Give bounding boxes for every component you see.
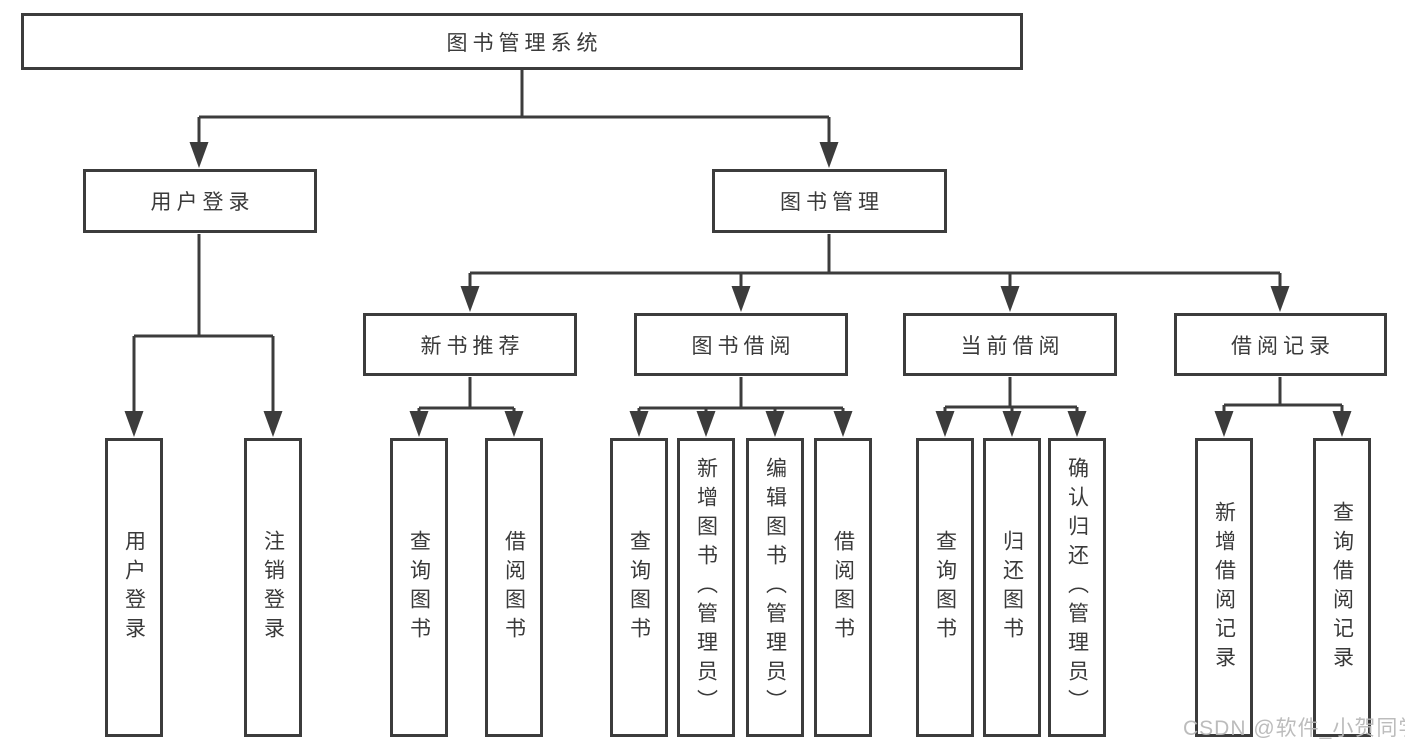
node-book-borrow: 图书借阅	[634, 313, 848, 376]
leaf-add-books-admin: 新增图书（管理员）	[677, 438, 735, 737]
leaf-current-query-books: 查询图书	[916, 438, 974, 737]
node-borrow-records: 借阅记录	[1174, 313, 1387, 376]
node-current-borrow-label: 当前借阅	[960, 334, 1065, 358]
node-borrow-records-label: 借阅记录	[1231, 334, 1335, 358]
leaf-user-login-label: 用户登录	[122, 529, 146, 646]
leaf-borrow-query-books-label: 查询图书	[627, 529, 651, 646]
node-user-login: 用户登录	[83, 169, 317, 233]
leaf-recommend-borrow-books: 借阅图书	[485, 438, 543, 737]
node-user-login-label: 用户登录	[150, 191, 255, 214]
leaf-edit-books-admin: 编辑图书（管理员）	[746, 438, 804, 737]
node-library-system-label: 图书管理系统	[446, 31, 603, 55]
leaf-borrow-query-books: 查询图书	[610, 438, 668, 737]
leaf-query-borrow-record: 查询借阅记录	[1313, 438, 1371, 737]
leaf-recommend-query-books-label: 查询图书	[407, 529, 431, 646]
node-book-borrow-label: 图书借阅	[691, 334, 796, 358]
leaf-user-login: 用户登录	[105, 438, 163, 737]
leaf-add-books-admin-label: 新增图书（管理员）	[694, 457, 718, 718]
leaf-confirm-return-admin: 确认归还（管理员）	[1048, 438, 1106, 737]
leaf-logout: 注销登录	[244, 438, 302, 737]
leaf-borrow-books-label: 借阅图书	[831, 529, 855, 646]
node-library-system: 图书管理系统	[21, 13, 1023, 70]
leaf-add-borrow-record: 新增借阅记录	[1195, 438, 1253, 737]
leaf-return-books: 归还图书	[983, 438, 1041, 737]
arrowhead-icons	[124, 142, 1352, 437]
leaf-confirm-return-admin-label: 确认归还（管理员）	[1065, 457, 1089, 718]
node-new-book-recommend-label: 新书推荐	[420, 334, 525, 358]
leaf-add-borrow-record-label: 新增借阅记录	[1212, 500, 1236, 675]
leaf-return-books-label: 归还图书	[1000, 529, 1024, 646]
leaf-recommend-query-books: 查询图书	[390, 438, 448, 737]
csdn-watermark: CSDN @软件_小贺同学	[1183, 717, 1405, 740]
node-book-management: 图书管理	[712, 169, 947, 233]
leaf-query-borrow-record-label: 查询借阅记录	[1330, 500, 1354, 675]
node-new-book-recommend: 新书推荐	[363, 313, 577, 376]
node-current-borrow: 当前借阅	[903, 313, 1117, 376]
leaf-edit-books-admin-label: 编辑图书（管理员）	[763, 457, 787, 718]
leaf-borrow-books: 借阅图书	[814, 438, 872, 737]
leaf-current-query-books-label: 查询图书	[933, 529, 957, 646]
leaf-recommend-borrow-books-label: 借阅图书	[502, 529, 526, 646]
leaf-logout-label: 注销登录	[261, 529, 285, 646]
node-book-management-label: 图书管理	[780, 191, 884, 214]
